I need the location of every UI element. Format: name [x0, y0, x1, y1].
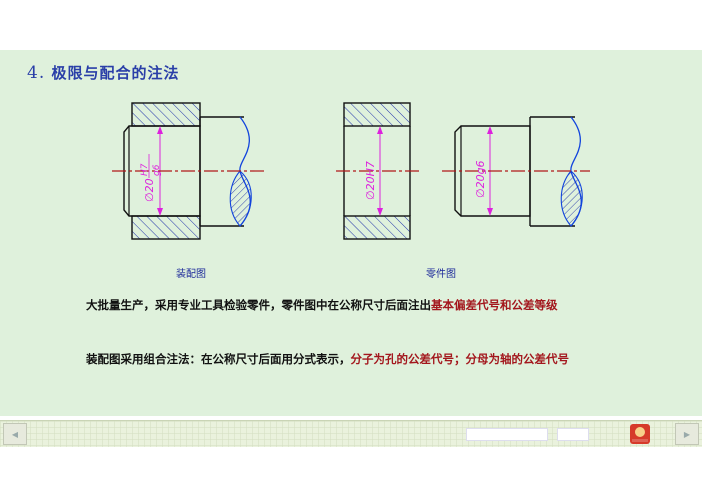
app-logo-icon[interactable]: [630, 424, 650, 444]
shaft-dimension: ∅20g6: [474, 160, 487, 198]
hole-bushing-top: [343, 102, 411, 127]
right-arrow-icon[interactable]: ▶: [675, 423, 699, 445]
assembly-break-section: [229, 170, 252, 227]
drawings: ∅20 H7 g6 ∅20H7: [112, 102, 590, 240]
hole-dimension: ∅20H7: [364, 161, 377, 200]
paragraph-2-highlight-1: 分子为孔的公差代号；: [350, 352, 466, 366]
nav-box-2[interactable]: [557, 428, 589, 441]
paragraph-1-text: 大批量生产，采用专业工具检验零件，零件图中在公称尺寸后面注出: [86, 298, 431, 312]
paragraph-1: 大批量生产，采用专业工具检验零件，零件图中在公称尺寸后面注出基本偏差代号和公差等…: [52, 294, 677, 316]
title-text: 极限与配合的注法: [51, 64, 180, 82]
navigation-bar: ◀ ▶: [0, 420, 702, 447]
assembly-caption: 装配图: [176, 269, 206, 280]
assembly-dim-denominator: g6: [152, 164, 162, 176]
shaft-break-section: [560, 170, 583, 227]
paragraph-2-text: 装配图采用组合注法：在公称尺寸后面用分式表示，: [86, 352, 351, 366]
assembly-bushing-bottom: [131, 215, 201, 240]
part-hole-drawing: ∅20H7: [336, 102, 422, 240]
assembly-bushing-top: [131, 102, 201, 127]
part-shaft-drawing: ∅20g6: [442, 116, 590, 227]
title-number: 4.: [27, 63, 46, 83]
assembly-dim-main: ∅20: [143, 178, 156, 202]
left-arrow-icon[interactable]: ◀: [3, 423, 27, 445]
hole-bushing-bottom: [343, 215, 411, 240]
paragraph-1-highlight: 基本偏差代号和公差等级: [431, 298, 558, 312]
parts-caption: 零件图: [426, 269, 456, 280]
slide: 4. 极限与配合的注法: [0, 50, 702, 416]
assembly-dim-numerator: H7: [140, 163, 150, 176]
slide-title: 4. 极限与配合的注法: [27, 62, 179, 83]
assembly-drawing: ∅20 H7 g6: [112, 102, 265, 240]
nav-box-1[interactable]: [466, 428, 548, 441]
paragraph-2: 装配图采用组合注法：在公称尺寸后面用分式表示，分子为孔的公差代号；分母为轴的公差…: [58, 348, 683, 370]
paragraph-2-highlight-2: 分母为轴的公差代号: [465, 352, 570, 366]
